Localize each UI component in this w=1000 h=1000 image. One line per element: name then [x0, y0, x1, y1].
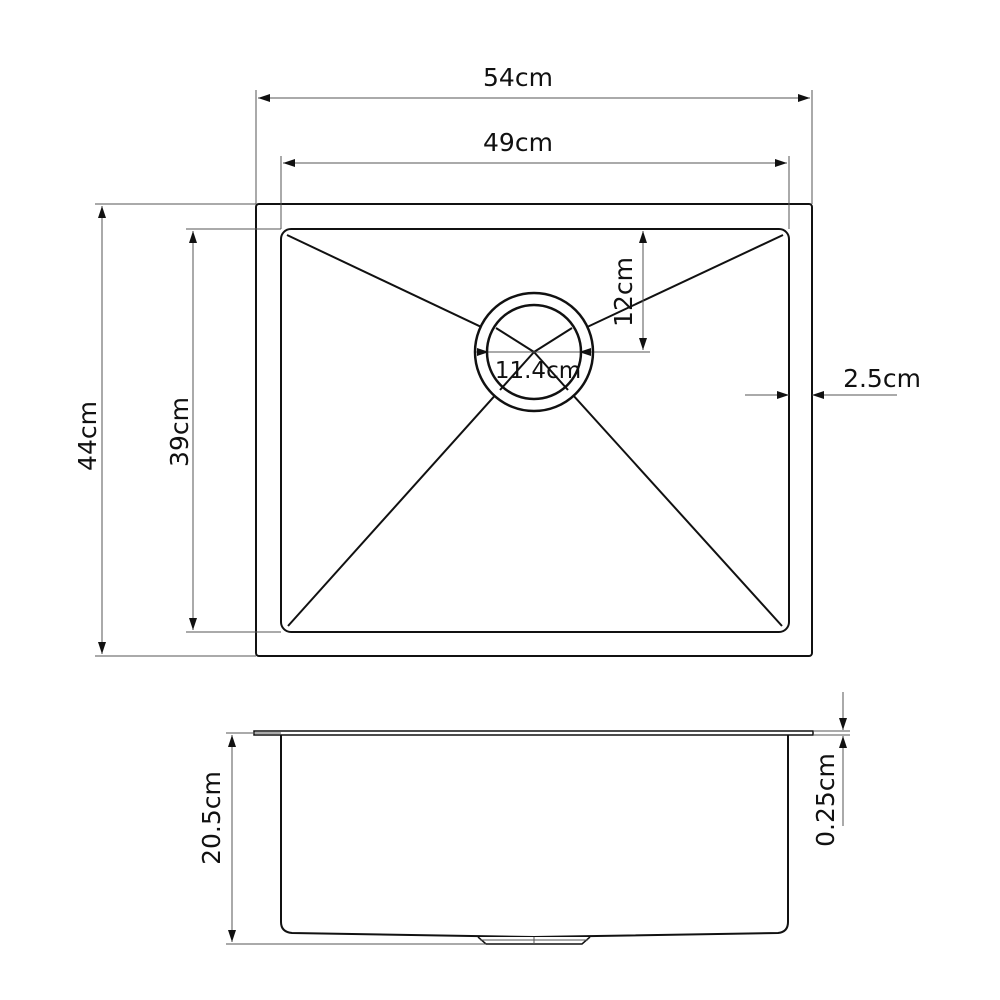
overall-depth-label: 44cm	[73, 401, 102, 471]
rim-thickness-label: 0.25cm	[811, 753, 840, 847]
dimension-drain-offset: 12cm	[594, 231, 650, 353]
dimension-rim-width: 2.5cm	[745, 364, 921, 399]
bowl-depth-label: 39cm	[165, 397, 194, 467]
dimension-bowl-width: 49cm	[280, 128, 790, 229]
sink-bowl	[280, 228, 790, 633]
dimension-drain-diameter: 11.4cm	[476, 348, 592, 384]
drain-offset-label: 12cm	[609, 257, 638, 327]
bowl-height-label: 20.5cm	[197, 771, 226, 865]
dimension-overall-width: 54cm	[255, 63, 813, 204]
dimension-overall-depth: 44cm	[73, 203, 256, 657]
dimension-bowl-depth: 39cm	[165, 228, 281, 633]
sink-outer-rim	[255, 203, 813, 657]
sink-bowl-profile	[280, 735, 789, 939]
drain-diameter-label: 11.4cm	[495, 358, 581, 384]
sink-rim-profile	[253, 730, 814, 736]
bowl-width-label: 49cm	[483, 128, 553, 157]
side-view	[253, 730, 814, 945]
dimension-rim-thickness: 0.25cm	[811, 692, 850, 847]
rim-width-label: 2.5cm	[843, 364, 921, 393]
top-view	[255, 203, 813, 657]
dimension-bowl-height: 20.5cm	[197, 732, 486, 945]
overall-width-label: 54cm	[483, 63, 553, 92]
